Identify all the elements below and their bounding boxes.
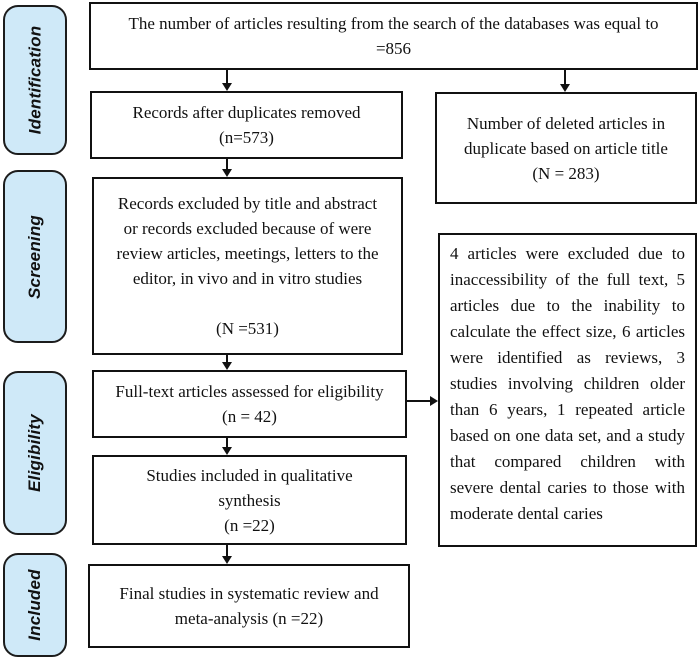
box-final-studies: Final studies in systematic review and m… bbox=[88, 564, 410, 648]
stage-screening: Screening bbox=[3, 170, 67, 343]
arrow-fulltext-to-exclusion-reasons bbox=[407, 396, 438, 406]
box-exclusion-reasons-text: 4 articles were excluded due to inaccess… bbox=[450, 244, 685, 523]
arrow-search-to-deleted bbox=[560, 70, 570, 92]
box-deleted-duplicates-text: Number of deleted articles in duplicate … bbox=[464, 113, 668, 183]
box-search-total: The number of articles resulting from th… bbox=[89, 2, 698, 70]
stage-identification-label: Identification bbox=[25, 25, 45, 135]
box-records-excluded: Records excluded by title and abstract o… bbox=[92, 177, 403, 355]
box-records-excluded-text: Records excluded by title and abstract o… bbox=[116, 194, 379, 338]
stage-screening-label: Screening bbox=[25, 214, 44, 299]
box-fulltext-assessed-text: Full-text articles assessed for eligibil… bbox=[115, 382, 384, 426]
stage-included: Included bbox=[3, 553, 67, 657]
arrow-duplicates-to-excluded bbox=[222, 159, 232, 177]
stage-eligibility: Eligibility bbox=[3, 371, 67, 535]
box-qualitative-synthesis: Studies included in qualitative synthesi… bbox=[92, 455, 407, 545]
stage-included-label: Included bbox=[25, 569, 44, 641]
box-exclusion-reasons: 4 articles were excluded due to inaccess… bbox=[438, 233, 697, 547]
arrow-search-to-duplicates bbox=[222, 70, 232, 91]
box-final-studies-text: Final studies in systematic review and m… bbox=[119, 584, 379, 628]
arrow-excluded-to-fulltext bbox=[222, 355, 232, 370]
box-duplicates-removed-text: Records after duplicates removed (n=573) bbox=[132, 103, 361, 147]
box-fulltext-assessed: Full-text articles assessed for eligibil… bbox=[92, 370, 407, 438]
box-qualitative-synthesis-text: Studies included in qualitative synthesi… bbox=[146, 465, 353, 535]
box-search-total-text: The number of articles resulting from th… bbox=[128, 14, 659, 58]
stage-eligibility-label: Eligibility bbox=[25, 414, 45, 492]
stage-identification: Identification bbox=[3, 5, 67, 155]
box-deleted-duplicates: Number of deleted articles in duplicate … bbox=[435, 92, 697, 204]
arrow-qualitative-to-final bbox=[222, 545, 232, 564]
arrow-fulltext-to-qualitative bbox=[222, 438, 232, 455]
box-duplicates-removed: Records after duplicates removed (n=573) bbox=[90, 91, 403, 159]
